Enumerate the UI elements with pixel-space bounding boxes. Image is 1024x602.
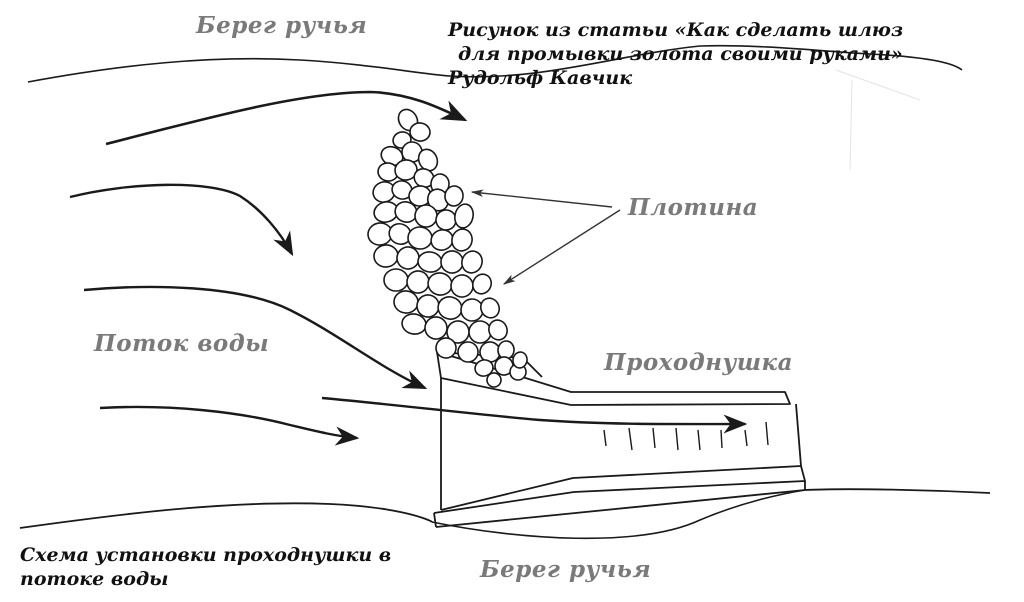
dam-stone [468, 320, 492, 344]
dam-stone [486, 372, 502, 388]
dam-stone [512, 351, 528, 369]
dam-stone [479, 297, 501, 319]
dam-stone [406, 270, 430, 294]
dam-stone [393, 290, 419, 314]
dam-stone [373, 244, 399, 268]
dam-stone [454, 203, 474, 229]
dam-stone [451, 228, 473, 252]
sluice-riffles [603, 421, 769, 451]
caption-line-1: Схема установки проходнушки в [20, 544, 392, 566]
sluice-label: Проходнушка [604, 349, 794, 376]
dam-stone [450, 274, 474, 298]
stream-bank-bottom [19, 488, 991, 529]
dam-stone [396, 246, 420, 270]
flow-arrow-4 [99, 405, 360, 446]
caption-line-2: потоке воды [20, 568, 169, 590]
flow-arrow-2 [69, 183, 294, 257]
dam-stone [417, 251, 443, 273]
flow-arrow-3 [83, 285, 428, 390]
dam-stone [414, 204, 438, 228]
bank-label-bottom: Берег ручья [480, 556, 652, 583]
dam-pointer-upper [470, 189, 613, 208]
source-line-1: Рисунок из статьи «Как сделать шлюз [448, 19, 904, 41]
dam-stone [417, 148, 439, 172]
dam-stone [444, 185, 464, 207]
dam-stone [460, 298, 484, 322]
dam-stone [424, 316, 448, 340]
source-author: Рудольф Кавчик [448, 67, 633, 89]
source-line-2: для промывки золота своими руками» [458, 43, 903, 65]
dam-stone [383, 268, 409, 292]
dam-pointer-lower [502, 209, 621, 285]
dam-stone [474, 359, 494, 377]
flow-arrow-5 [321, 396, 748, 434]
dam-stone [461, 250, 483, 274]
dam-stone [471, 273, 493, 295]
dam-stone [488, 319, 508, 341]
water-flow-label: Поток воды [94, 330, 270, 357]
stone-dam [367, 108, 528, 388]
bank-label-top: Берег ручья [196, 12, 368, 39]
stream-bank-top [27, 44, 963, 83]
dam-stone [394, 159, 418, 181]
dam-label: Плотина [628, 194, 759, 221]
flow-arrow-1 [105, 90, 468, 146]
sluice-box [433, 351, 806, 528]
dam-stone [409, 122, 431, 142]
dam-stone [435, 337, 457, 359]
dam-stone [457, 341, 479, 363]
dam-stone [407, 226, 433, 250]
dam-stone [427, 272, 453, 296]
